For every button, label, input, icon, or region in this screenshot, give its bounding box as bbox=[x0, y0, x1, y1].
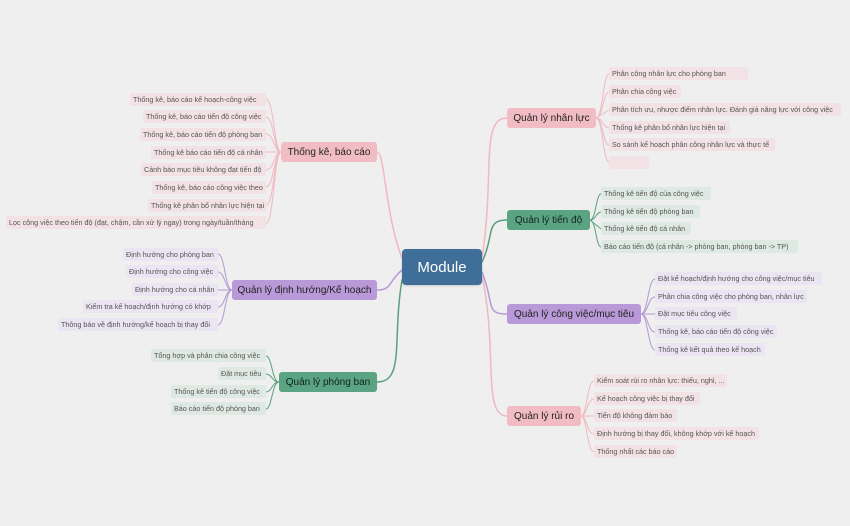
leaf-node[interactable]: Định hướng cho phòng ban bbox=[123, 248, 218, 261]
branch-quan-ly-dinh-huong[interactable]: Quản lý định hướng/Kế hoạch bbox=[232, 280, 377, 300]
leaf-node[interactable]: Thống kê phân bổ nhân lực hiện tại bbox=[609, 121, 730, 134]
edge-center-cong-viec bbox=[481, 271, 508, 315]
edge-center-tien-do bbox=[481, 219, 508, 263]
leaf-node[interactable]: Định hướng cho cá nhân bbox=[132, 283, 218, 296]
leaf-node[interactable]: Phân chia công việc cho phòng ban, nhân … bbox=[655, 290, 807, 303]
leaf-node[interactable]: Thống kê tiến độ của công việc bbox=[601, 187, 711, 200]
leaf-node[interactable]: Báo cáo tiến độ phòng ban bbox=[171, 402, 266, 415]
leaf-node[interactable]: Định hướng cho công việc bbox=[126, 265, 218, 278]
central-topic[interactable]: Module bbox=[402, 249, 482, 285]
leaf-node[interactable]: Thống kê phân bổ nhân lực hiện tại bbox=[148, 199, 266, 212]
leaf-node[interactable]: Định hướng bị thay đổi, không khớp với k… bbox=[594, 427, 759, 440]
leaf-node[interactable]: Phân tích ưu, nhược điểm nhân lực. Đánh … bbox=[609, 103, 841, 116]
leaf-node[interactable]: Thống kê, báo cáo tiến độ phòng ban bbox=[140, 128, 266, 141]
edge-center-phong-ban bbox=[376, 279, 403, 383]
leaf-node[interactable]: Thống kê tiến độ công việc bbox=[171, 385, 266, 398]
edge-center-thong-ke bbox=[376, 151, 403, 259]
branch-quan-ly-nhan-luc[interactable]: Quản lý nhân lực bbox=[507, 108, 596, 128]
leaf-node[interactable]: Phân công nhân lực cho phòng ban bbox=[609, 67, 748, 80]
edge-center-dinh-huong bbox=[376, 269, 403, 291]
leaf-node[interactable]: Thống kê, báo cáo tiến độ công việc bbox=[143, 110, 266, 123]
leaf-node[interactable]: Thống kê, báo cáo tiến độ công việc bbox=[655, 325, 777, 338]
leaf-node[interactable]: Tổng hợp và phân chia công việc bbox=[151, 349, 266, 362]
leaf-node[interactable]: Thống kê tiến độ cá nhân bbox=[601, 222, 691, 235]
branch-quan-ly-phong-ban[interactable]: Quản lý phòng ban bbox=[279, 372, 377, 392]
leaf-node[interactable]: Kế hoạch công việc bị thay đổi bbox=[594, 392, 700, 405]
leaf-node[interactable]: Tiến độ không đảm bảo bbox=[594, 409, 677, 422]
leaf-node[interactable]: Đặt kế hoạch/định hướng cho công việc/mụ… bbox=[655, 272, 822, 285]
branch-quan-ly-rui-ro[interactable]: Quản lý rủi ro bbox=[507, 406, 581, 426]
branch-thong-ke-bao-cao[interactable]: Thống kê, báo cáo bbox=[281, 142, 377, 162]
branch-quan-ly-cong-viec[interactable]: Quản lý công việc/mục tiêu bbox=[507, 304, 641, 324]
leaf-node[interactable]: Báo cáo tiến độ (cá nhân -> phòng ban, p… bbox=[601, 240, 798, 253]
leaf-node[interactable]: Lọc công việc theo tiến độ (đạt, chậm, c… bbox=[6, 216, 266, 229]
leaf-node[interactable]: Cảnh báo mục tiêu không đạt tiến độ bbox=[141, 163, 266, 176]
leaf-node[interactable] bbox=[609, 156, 649, 169]
leaf-node[interactable]: Thống kê, báo cáo công việc theo bbox=[152, 181, 266, 194]
leaf-node[interactable]: Thông báo về định hướng/kế hoạch bị thay… bbox=[58, 318, 218, 331]
leaf-node[interactable]: Thống kê tiến độ phòng ban bbox=[601, 205, 700, 218]
leaf-node[interactable]: So sánh kế hoạch phân công nhân lực và t… bbox=[609, 138, 775, 151]
leaf-node[interactable]: Thống kê, báo cáo kế hoạch-công việc bbox=[130, 93, 266, 106]
leaf-node[interactable]: Thống nhất các báo cáo bbox=[594, 445, 677, 458]
leaf-node[interactable]: Kiểm tra kế hoạch/định hướng có khớp bbox=[83, 300, 218, 313]
edge-center-rui-ro bbox=[481, 275, 508, 417]
branch-quan-ly-tien-do[interactable]: Quản lý tiến độ bbox=[507, 210, 590, 230]
leaf-node[interactable]: Thống kê báo cáo tiến độ cá nhân bbox=[151, 146, 266, 159]
edge-center-nhan-luc bbox=[481, 117, 508, 259]
leaf-node[interactable]: Thống kê kết quả theo kế hoạch bbox=[655, 343, 765, 356]
leaf-node[interactable]: Kiểm soát rủi ro nhân lực: thiếu, nghỉ, … bbox=[594, 374, 727, 387]
leaf-node[interactable]: Đặt mục tiêu công việc bbox=[655, 307, 737, 320]
leaf-node[interactable]: Đặt mục tiêu bbox=[218, 367, 266, 380]
leaf-node[interactable]: Phân chia công việc bbox=[609, 85, 681, 98]
